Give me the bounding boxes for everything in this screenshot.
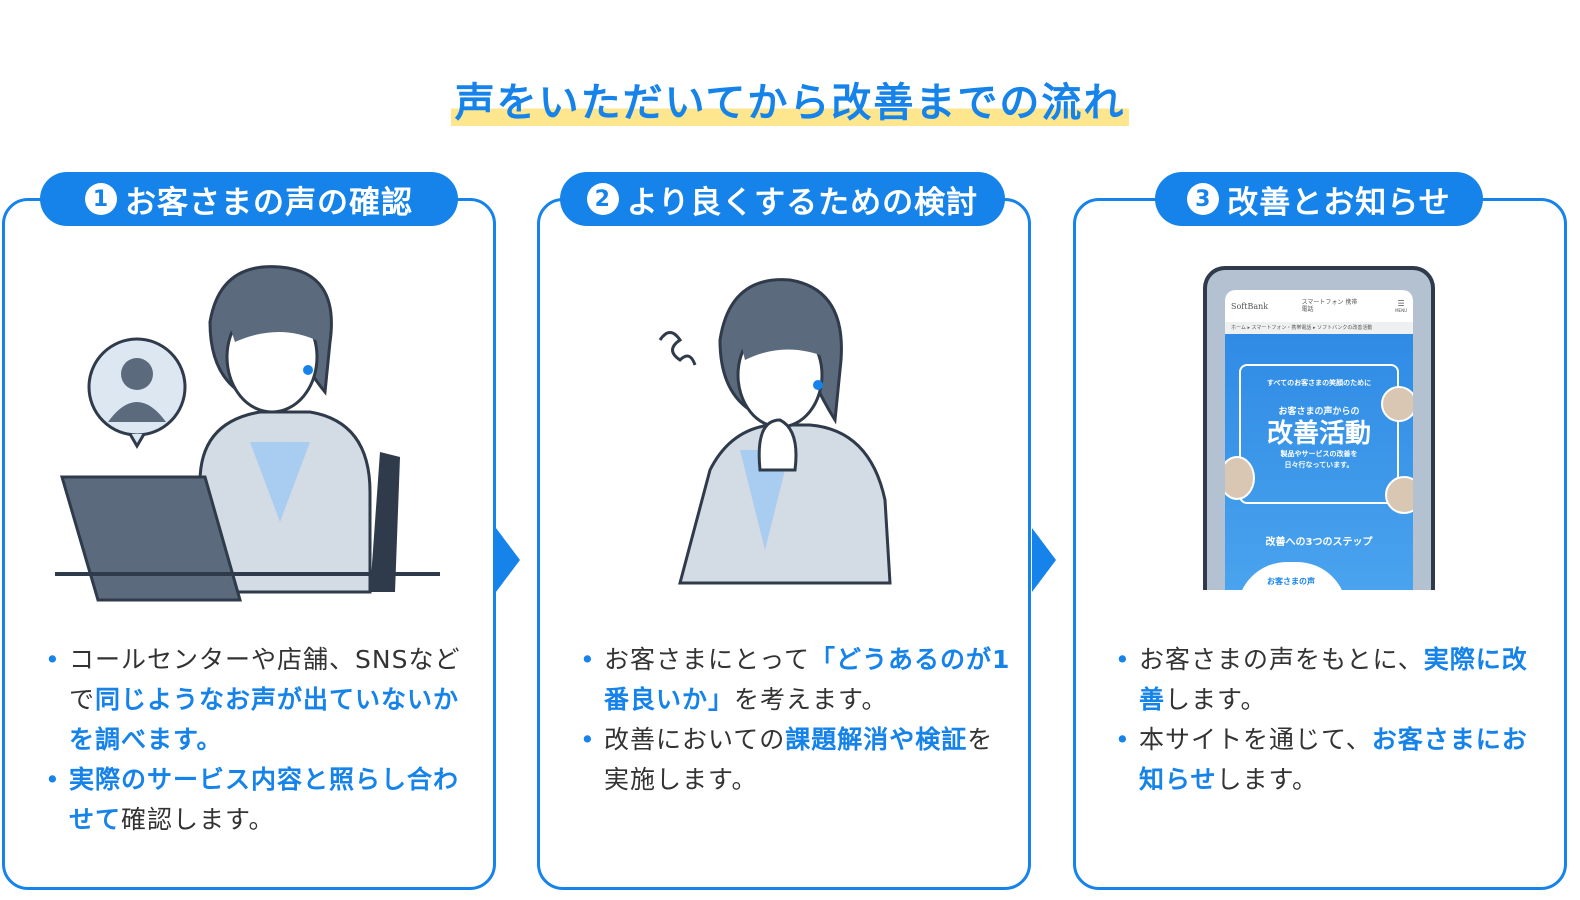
thinking-person-illustration — [658, 278, 892, 585]
hero-desc: 日々行なっています。 — [1284, 461, 1354, 469]
customer-photo — [1385, 476, 1413, 514]
step-label: お客さまの声の確認 — [125, 184, 413, 221]
body-text: お客さまの声をもとに、 — [1139, 645, 1424, 674]
step-3-description: お客さまの声をもとに、実際に改善します。本サイトを通じて、お客さまにお知らせしま… — [1115, 640, 1547, 800]
body-text: を考えます。 — [734, 685, 888, 714]
bullet-item: お客さまの声をもとに、実際に改善します。 — [1115, 640, 1547, 720]
hero-desc: 製品やサービスの改善を — [1280, 450, 1358, 458]
highlight-text: 課題解消や検証 — [785, 725, 968, 754]
page-title: 声をいただいてから改善までの流れ — [0, 70, 1580, 128]
body-text: を実施します。 — [604, 725, 994, 794]
bullet-item: お客さまにとって「どうあるのが1番良いか」を考えます。 — [580, 640, 1012, 720]
hero-tagline: すべてのお客さまの笑顔のために — [1266, 379, 1372, 387]
bullet-item: 改善においての課題解消や検証を実施します。 — [580, 720, 1012, 800]
step-preview: お客さまの声 — [1237, 562, 1347, 590]
bullet-item: コールセンターや店舗、SNSなどで同じようなお声が出ていないかを調べます。 — [45, 640, 477, 760]
highlight-text: 「どうあるのが1番良いか」 — [604, 645, 1011, 714]
body-text: 改善においての — [604, 725, 786, 754]
body-text: 本サイトを通じて、 — [1139, 725, 1372, 754]
body-text: コールセンターや店舗、SNSなどで — [69, 645, 461, 714]
step-label: 改善とお知らせ — [1227, 184, 1451, 221]
body-text: します。 — [1165, 685, 1267, 714]
operator-at-laptop-illustration — [55, 265, 440, 602]
phone-mockup: SoftBank スマートフォン 携帯電話 ☰MENU ホーム ▸ スマートフォ… — [1203, 266, 1435, 590]
highlight-text: 実際のサービス内容と照らし合わせて — [69, 765, 460, 834]
highlight-text: 同じようなお声が出ていないかを調べます。 — [69, 685, 460, 754]
body-text: 確認します。 — [121, 805, 275, 834]
arrow-right-icon — [496, 528, 520, 592]
bullet-item: 本サイトを通じて、お客さまにお知らせします。 — [1115, 720, 1547, 800]
steps-title: 改善への3つのステップ — [1265, 537, 1373, 548]
breadcrumb: ホーム ▸ スマートフォン・携帯電話 ▸ ソフトバンクの改善活動 — [1225, 322, 1413, 334]
highlight-text: 実際に改善 — [1139, 645, 1528, 714]
brand-logo: SoftBank — [1231, 301, 1269, 311]
confused-swirl-icon — [658, 331, 697, 366]
step-2-description: お客さまにとって「どうあるのが1番良いか」を考えます。改善においての課題解消や検… — [580, 640, 1012, 800]
phone-header: SoftBank スマートフォン 携帯電話 ☰MENU — [1225, 290, 1413, 322]
arrow-right-icon — [1032, 528, 1056, 592]
step-number: 1 — [85, 183, 117, 215]
step-1-description: コールセンターや店舗、SNSなどで同じようなお声が出ていないかを調べます。実際の… — [45, 640, 477, 840]
body-text: お客さまにとって — [604, 645, 811, 674]
hero-headline: 改善活動 — [1266, 419, 1371, 449]
phone-screen: SoftBank スマートフォン 携帯電話 ☰MENU ホーム ▸ スマートフォ… — [1225, 290, 1413, 590]
step-number: 3 — [1187, 183, 1220, 215]
menu-icon[interactable]: ☰MENU — [1395, 298, 1407, 313]
highlight-text: お客さまにお知らせ — [1139, 725, 1528, 794]
step-number: 2 — [586, 183, 619, 215]
hero-subtitle: お客さまの声からの — [1278, 407, 1360, 417]
nav-label: スマートフォン 携帯電話 — [1301, 299, 1358, 313]
hero-box: すべてのお客さまの笑顔のために お客さまの声からの 改善活動 製品やサービスの改… — [1239, 364, 1399, 504]
step-label: より良くするための検討 — [626, 184, 979, 221]
bullet-item: 実際のサービス内容と照らし合わせて確認します。 — [45, 760, 477, 840]
customer-photo — [1381, 386, 1413, 422]
body-text: します。 — [1216, 765, 1319, 794]
customer-photo — [1225, 456, 1255, 500]
